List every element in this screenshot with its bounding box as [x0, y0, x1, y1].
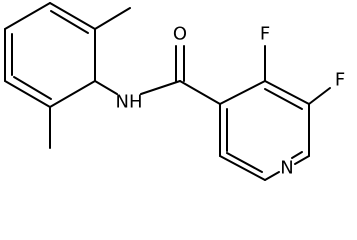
- bond: [264, 171, 280, 181]
- bond: [49, 80, 96, 108]
- bond: [49, 2, 96, 30]
- bond-inner: [13, 76, 52, 100]
- n-carbonyl-bond: [140, 80, 181, 95]
- bond: [219, 80, 266, 105]
- bond: [264, 80, 310, 105]
- molecule-structure: O F F NH N: [4, 2, 345, 181]
- bond-inner: [50, 10, 89, 34]
- amide-nh-label: NH: [116, 92, 143, 113]
- bond-inner: [291, 151, 303, 159]
- bond-inner: [264, 88, 303, 110]
- fluorine-label-3: F: [260, 24, 270, 45]
- oxygen-label: O: [173, 24, 187, 45]
- dimethylphenyl-ring: [4, 2, 96, 108]
- fluorine-label-2: F: [335, 70, 345, 91]
- bond: [294, 155, 310, 165]
- bond-inner: [226, 152, 263, 173]
- methyl-bond-top: [94, 7, 131, 30]
- bond: [4, 80, 51, 108]
- bond: [4, 2, 51, 30]
- aryl-n-bond: [94, 80, 118, 95]
- bond: [219, 155, 266, 181]
- fluorine-bond-2: [308, 87, 331, 105]
- difluoropyridine-ring: [219, 80, 310, 181]
- ring-nitrogen-label: N: [280, 158, 293, 179]
- carbonyl-ring-bond: [179, 80, 221, 105]
